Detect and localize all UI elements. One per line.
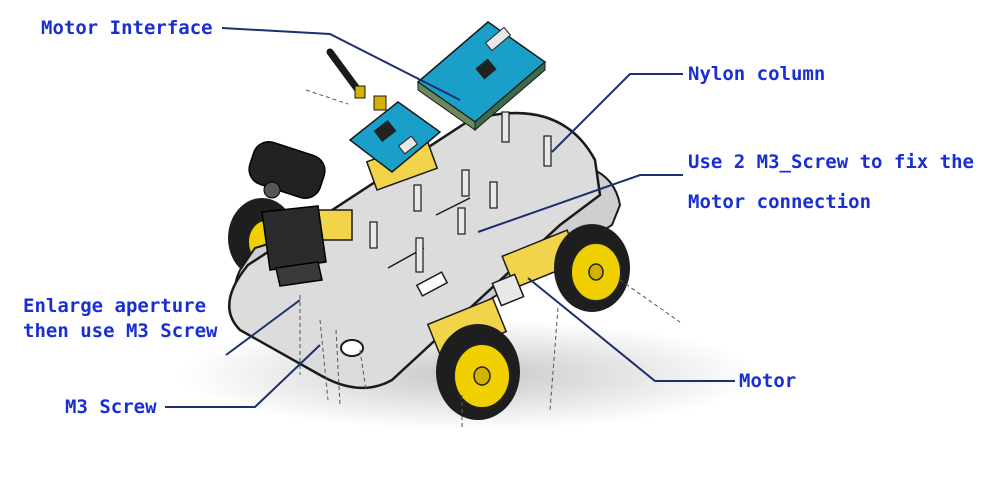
leader-fix-motor bbox=[477, 174, 683, 233]
label-nylon-column-text: Nylon column bbox=[688, 63, 826, 85]
antenna bbox=[326, 48, 387, 111]
controller-board bbox=[348, 101, 442, 173]
label-fix-line2: Motor connection bbox=[688, 191, 872, 213]
plate-hole bbox=[340, 339, 364, 357]
label-fix-motor-connection: Use 2 M3_Screw to fix the Motor connecti… bbox=[688, 142, 974, 222]
label-enlarge-aperture: Enlarge aperture then use M3 Screw bbox=[23, 294, 217, 344]
wheel-front-right bbox=[554, 224, 630, 312]
screw-center-lines bbox=[299, 89, 681, 428]
label-m3-screw: M3 Screw bbox=[65, 396, 157, 418]
motor-interface-board bbox=[416, 21, 547, 132]
leader-enlarge-aperture bbox=[225, 299, 301, 356]
nylon-columns bbox=[369, 111, 552, 273]
leader-nylon-column bbox=[551, 73, 683, 153]
label-motor-interface: Motor Interface bbox=[41, 17, 213, 39]
label-motor: Motor bbox=[739, 370, 796, 392]
label-nylon-column: Nylon column bbox=[688, 63, 825, 85]
label-enlarge-line1: Enlarge aperture bbox=[23, 295, 207, 317]
label-motor-text: Motor bbox=[739, 370, 797, 392]
motor-left bbox=[317, 209, 353, 241]
label-motor-interface-text: Motor Interface bbox=[41, 17, 213, 39]
plate-slot bbox=[415, 271, 449, 297]
wheel-front-left bbox=[436, 324, 520, 420]
camera-module bbox=[248, 141, 327, 287]
label-fix-line1: Use 2 M3_Screw to fix the bbox=[688, 151, 974, 173]
plate-slot bbox=[435, 197, 471, 216]
label-m3-screw-text: M3 Screw bbox=[65, 396, 157, 418]
upper-chassis-plate bbox=[227, 111, 602, 390]
leader-motor-interface bbox=[221, 27, 461, 101]
leader-m3-screw bbox=[165, 344, 321, 408]
leader-lines bbox=[165, 27, 735, 408]
leader-motor bbox=[527, 277, 735, 382]
label-enlarge-line2: then use M3 Screw bbox=[23, 320, 218, 342]
